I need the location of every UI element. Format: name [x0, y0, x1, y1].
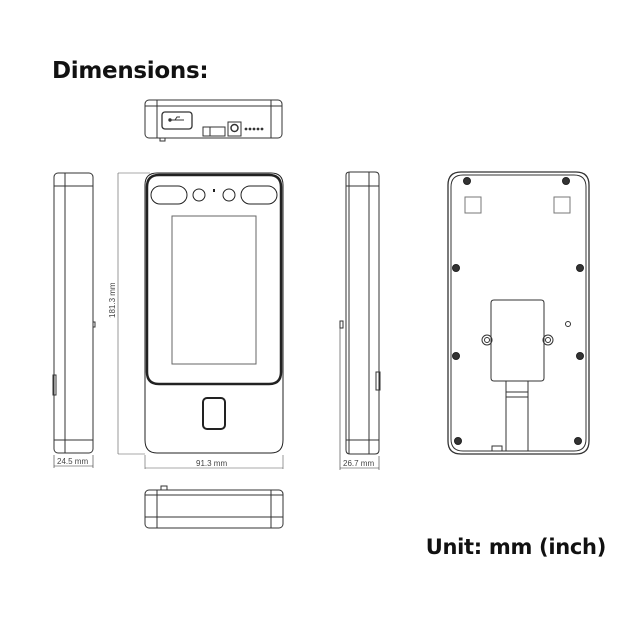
- depth-left-label: 24.5 mm: [57, 457, 88, 466]
- right-side-view: [339, 171, 381, 470]
- width-label: 91.3 mm: [196, 459, 227, 468]
- left-side-view: [52, 172, 96, 468]
- usb-icon: [168, 116, 184, 122]
- front-view: [144, 172, 284, 454]
- height-dimension: [117, 172, 150, 455]
- bottom-view: [144, 485, 284, 529]
- top-view: [144, 99, 283, 142]
- back-view: [447, 171, 590, 455]
- width-dimension: [144, 455, 284, 469]
- depth-right-label: 26.7 mm: [343, 459, 374, 468]
- page-title: Dimensions:: [52, 58, 209, 84]
- unit-label: Unit: mm (inch): [425, 535, 607, 559]
- height-label: 181.3 mm: [108, 282, 117, 318]
- screw-icons: [452, 177, 584, 445]
